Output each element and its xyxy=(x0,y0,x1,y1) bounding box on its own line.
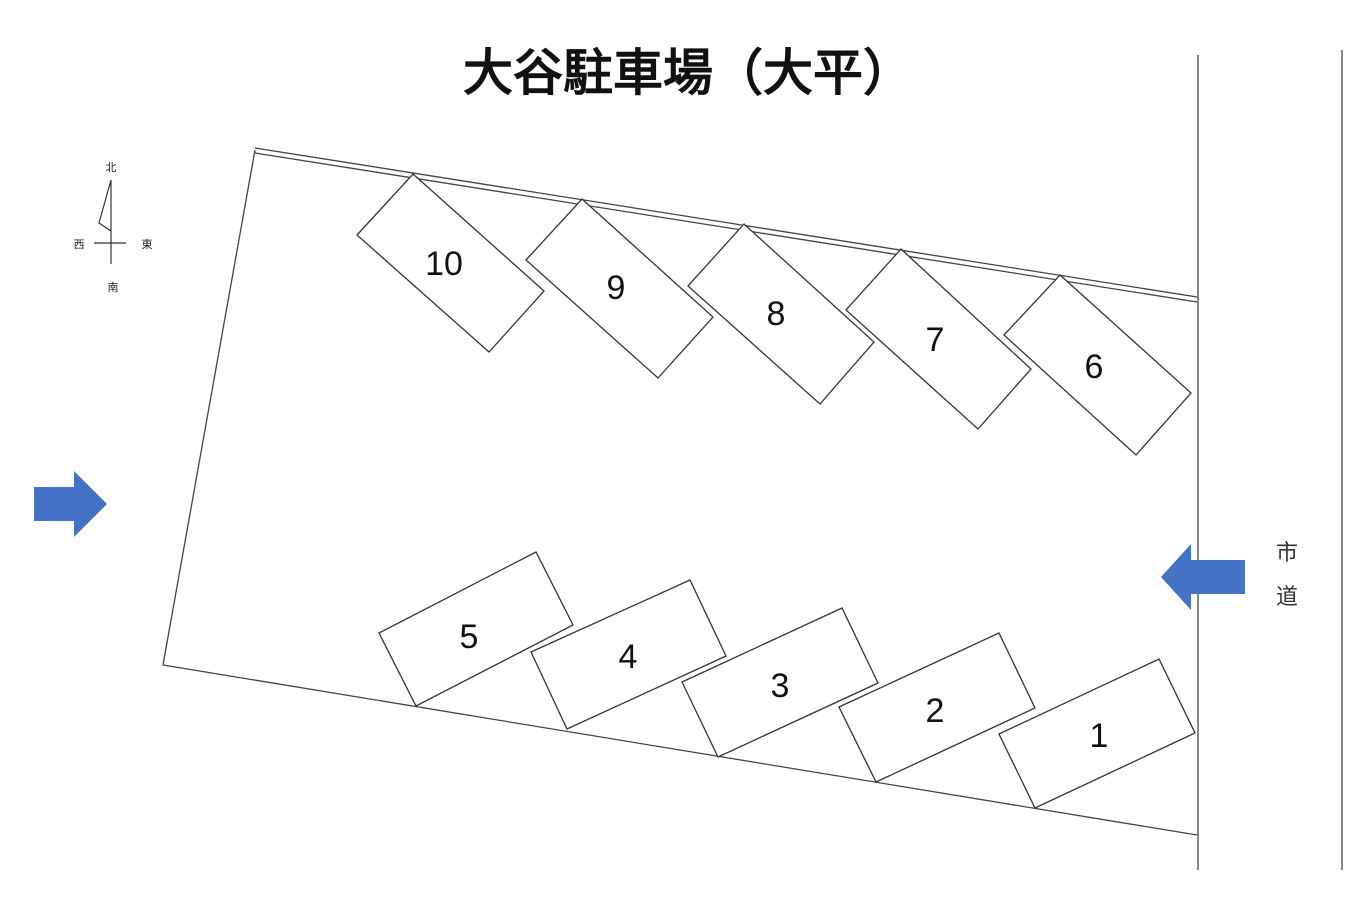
stall-10: 10 xyxy=(356,173,545,353)
stall-7: 7 xyxy=(845,248,1032,430)
compass-east-label: 東 xyxy=(142,238,153,251)
road-label-bottom: 道 xyxy=(1276,585,1298,610)
compass-north-label: 北 xyxy=(106,161,117,174)
stall-8: 8 xyxy=(687,223,875,405)
stall-5: 5 xyxy=(378,551,574,707)
road-entrance-arrow-icon xyxy=(1161,544,1245,610)
lot-north-edge xyxy=(254,147,1198,298)
stall-5-number: 5 xyxy=(460,618,479,656)
stall-6: 6 xyxy=(1003,274,1192,456)
stall-10-number: 10 xyxy=(425,245,463,283)
stall-2-number: 2 xyxy=(926,692,945,730)
compass-south-label: 南 xyxy=(108,281,119,294)
stall-4-number: 4 xyxy=(619,638,638,676)
stall-2-outline xyxy=(838,632,1036,783)
stall-1-number: 1 xyxy=(1090,717,1109,755)
stall-1-outline xyxy=(998,658,1196,809)
stall-6-outline xyxy=(1003,274,1192,456)
stall-3-outline xyxy=(681,607,879,758)
stall-1: 1 xyxy=(998,658,1196,809)
stall-8-outline xyxy=(687,223,875,405)
compass-west-label: 西 xyxy=(74,238,85,251)
road-label-top: 市 xyxy=(1276,541,1298,566)
stall-4: 4 xyxy=(530,579,727,730)
page-title: 大谷駐車場（大平） xyxy=(463,44,913,102)
west-entrance-arrow-icon xyxy=(34,471,107,537)
lot-west-edge xyxy=(162,149,256,666)
stall-4-outline xyxy=(530,579,727,730)
stall-7-outline xyxy=(845,248,1032,430)
stall-3-number: 3 xyxy=(771,667,790,705)
stall-10-outline xyxy=(356,173,545,353)
stall-2: 2 xyxy=(838,632,1036,783)
stall-6-number: 6 xyxy=(1085,348,1104,386)
stall-7-number: 7 xyxy=(926,321,945,359)
stall-5-outline xyxy=(378,551,574,707)
compass: 北 南 西 東 xyxy=(74,161,153,294)
stall-9: 9 xyxy=(525,198,714,379)
stall-8-number: 8 xyxy=(767,295,786,333)
stall-3: 3 xyxy=(681,607,879,758)
north-arrow-icon xyxy=(98,179,112,232)
stall-9-number: 9 xyxy=(607,269,626,307)
lot-south-edge xyxy=(162,664,1198,836)
stall-9-outline xyxy=(525,198,714,379)
